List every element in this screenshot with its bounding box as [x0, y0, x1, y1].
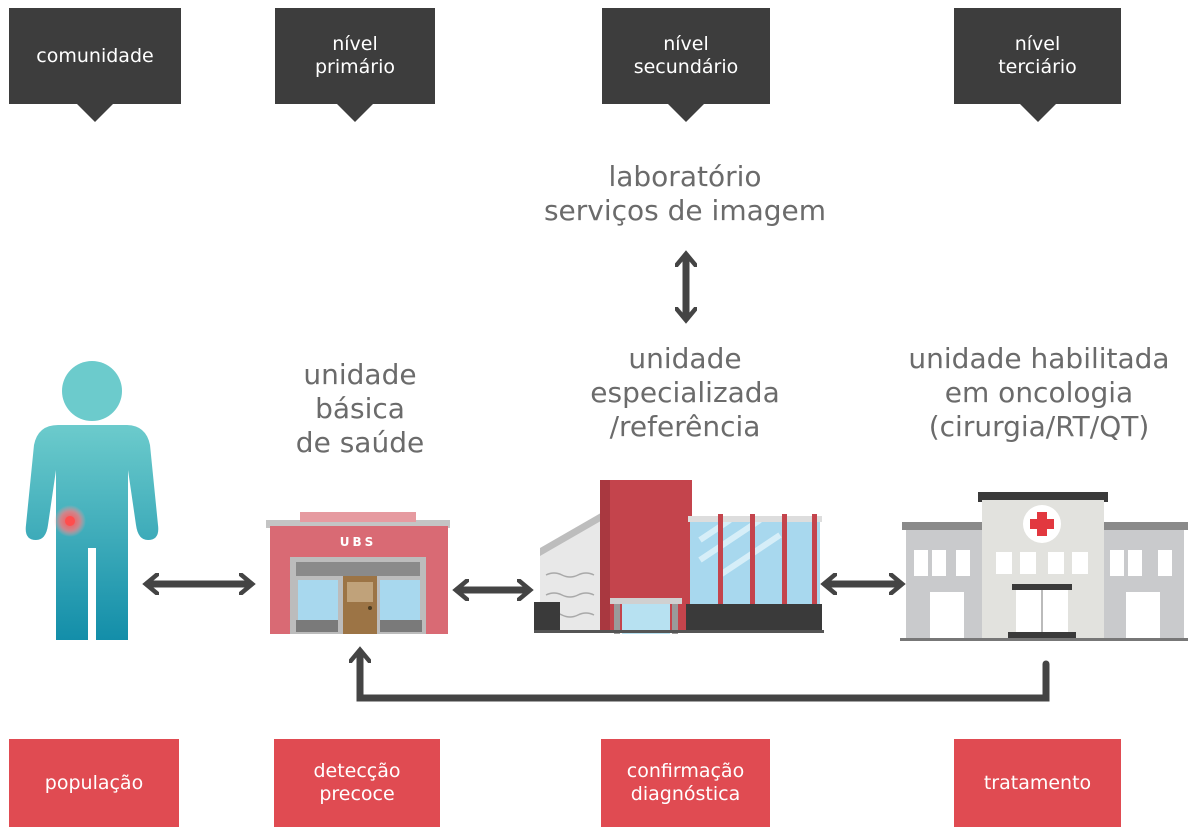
- person-icon: [25, 361, 159, 640]
- stage-deteccao-precoce: detecção precoce: [274, 739, 440, 827]
- hospital-icon: [900, 492, 1188, 641]
- level-terciario-label: nível terciário: [998, 33, 1077, 78]
- ubs-building-icon: UBS: [266, 512, 450, 634]
- level-comunidade: comunidade: [9, 8, 181, 122]
- stage-populacao-label: população: [44, 771, 144, 794]
- stage-tratamento-label: tratamento: [983, 771, 1092, 794]
- level-comunidade-label: comunidade: [36, 44, 154, 67]
- specialized-building-icon: [534, 480, 824, 634]
- oncology-label: unidade habilitada em oncologia (cirurgi…: [908, 342, 1170, 443]
- lab-label: laboratório serviços de imagem: [543, 160, 827, 227]
- ubs-label: unidade básica de saúde: [295, 358, 425, 459]
- stage-confirmacao-label: confirmação diagnóstica: [626, 760, 745, 805]
- level-secundario: nível secundário: [602, 8, 770, 122]
- stage-populacao: população: [9, 739, 179, 827]
- return-arrow-icon: [360, 652, 1050, 702]
- level-terciario: nível terciário: [954, 8, 1121, 122]
- level-primario-label: nível primário: [314, 33, 396, 78]
- stage-confirmacao-diagnostica: confirmação diagnóstica: [601, 739, 770, 827]
- level-secundario-label: nível secundário: [633, 33, 739, 78]
- stage-deteccao-label: detecção precoce: [313, 760, 401, 805]
- ubs-sign: UBS: [340, 535, 377, 549]
- stage-tratamento: tratamento: [954, 739, 1121, 827]
- level-primario: nível primário: [275, 8, 435, 122]
- specialized-label: unidade especializada /referência: [590, 342, 780, 443]
